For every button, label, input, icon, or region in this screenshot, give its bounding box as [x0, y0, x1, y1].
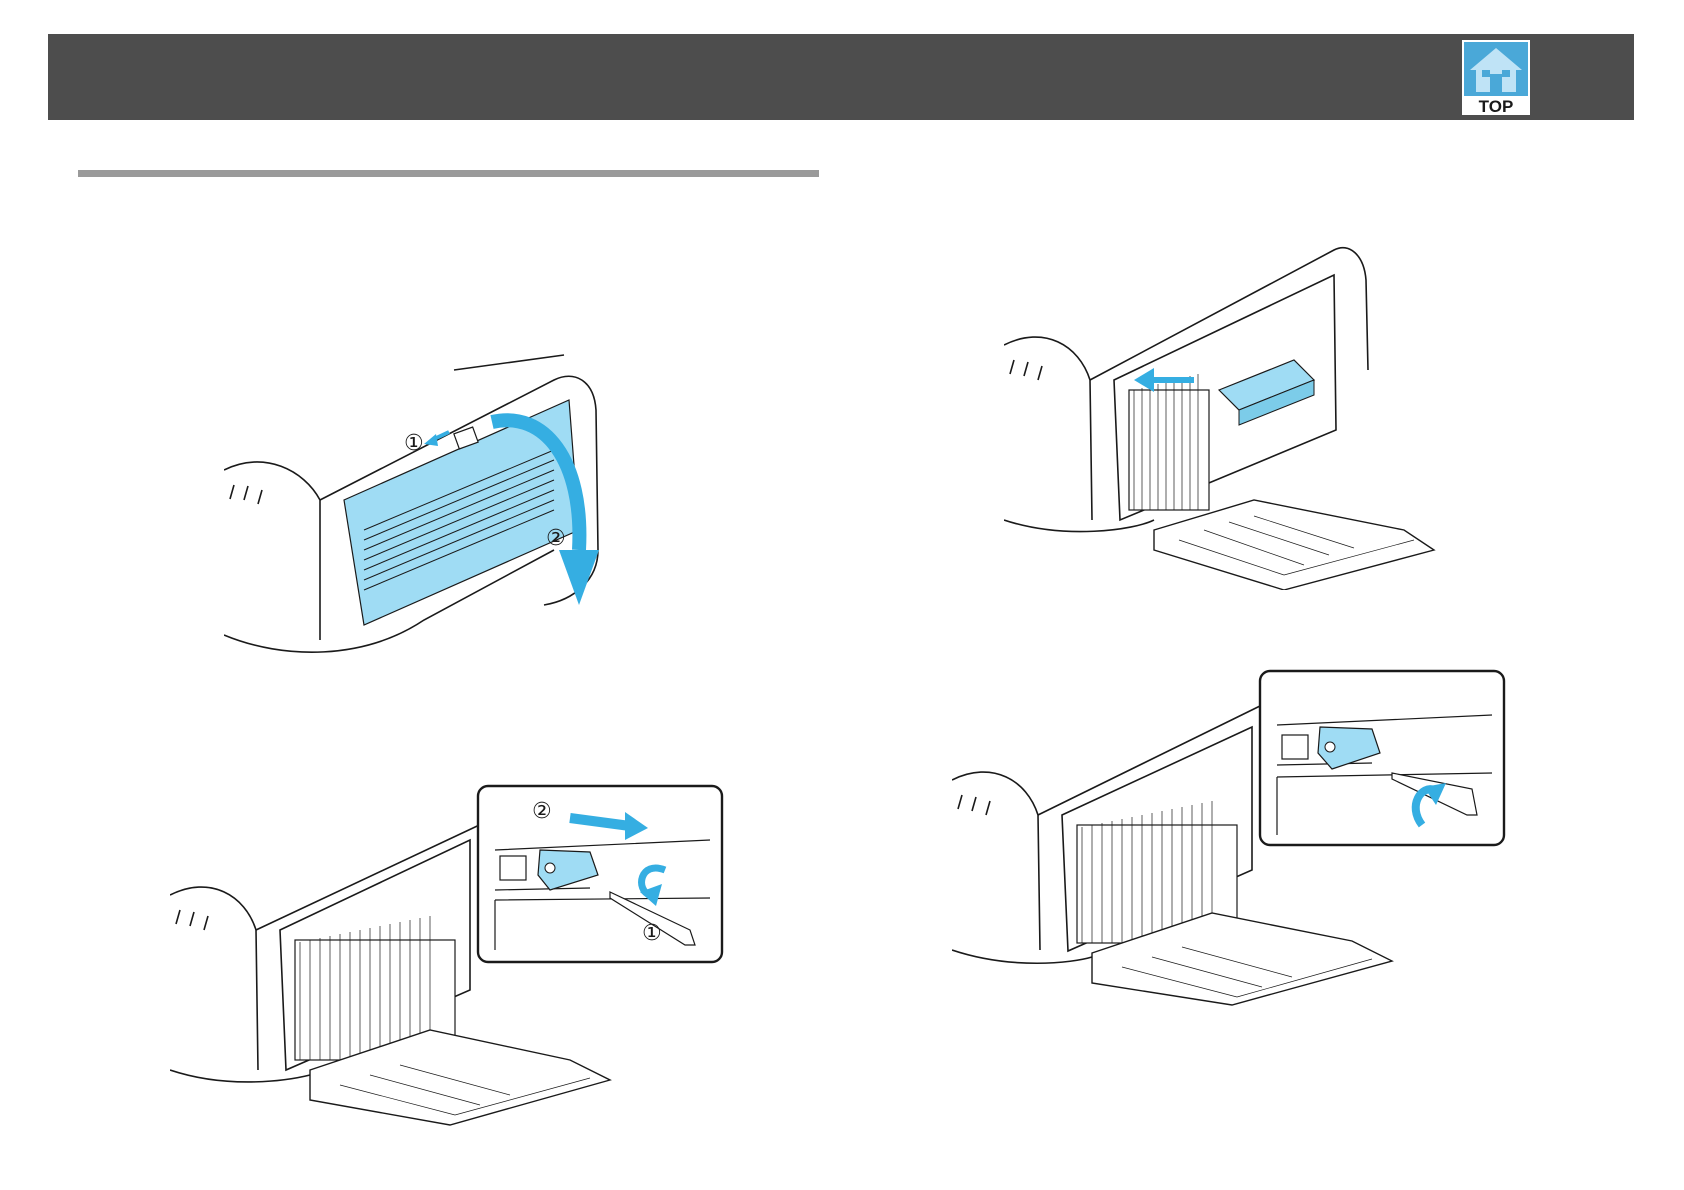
callout-2: ② — [546, 526, 566, 551]
callout-2: ② — [532, 799, 552, 824]
figure-open-filter-cover: ① ② — [224, 350, 624, 670]
projector-filter-remove-illustration: ② ① — [170, 780, 730, 1140]
projector-cover-illustration: ① ② — [224, 350, 624, 670]
figure-insert-air-filter — [1004, 230, 1464, 590]
projector-filter-insert-illustration — [1004, 230, 1464, 590]
top-button[interactable]: TOP — [1462, 40, 1530, 115]
figure-lock-filter-detail — [952, 665, 1510, 1020]
top-button-label: TOP — [1479, 97, 1514, 115]
projector-filter-lock-illustration — [952, 665, 1510, 1020]
home-house-icon: TOP — [1462, 40, 1530, 115]
callout-1: ① — [642, 921, 662, 946]
section-rule — [78, 170, 819, 177]
figure-remove-filter-detail: ② ① — [170, 780, 730, 1140]
header-bar — [48, 34, 1634, 120]
callout-1: ① — [404, 431, 424, 456]
